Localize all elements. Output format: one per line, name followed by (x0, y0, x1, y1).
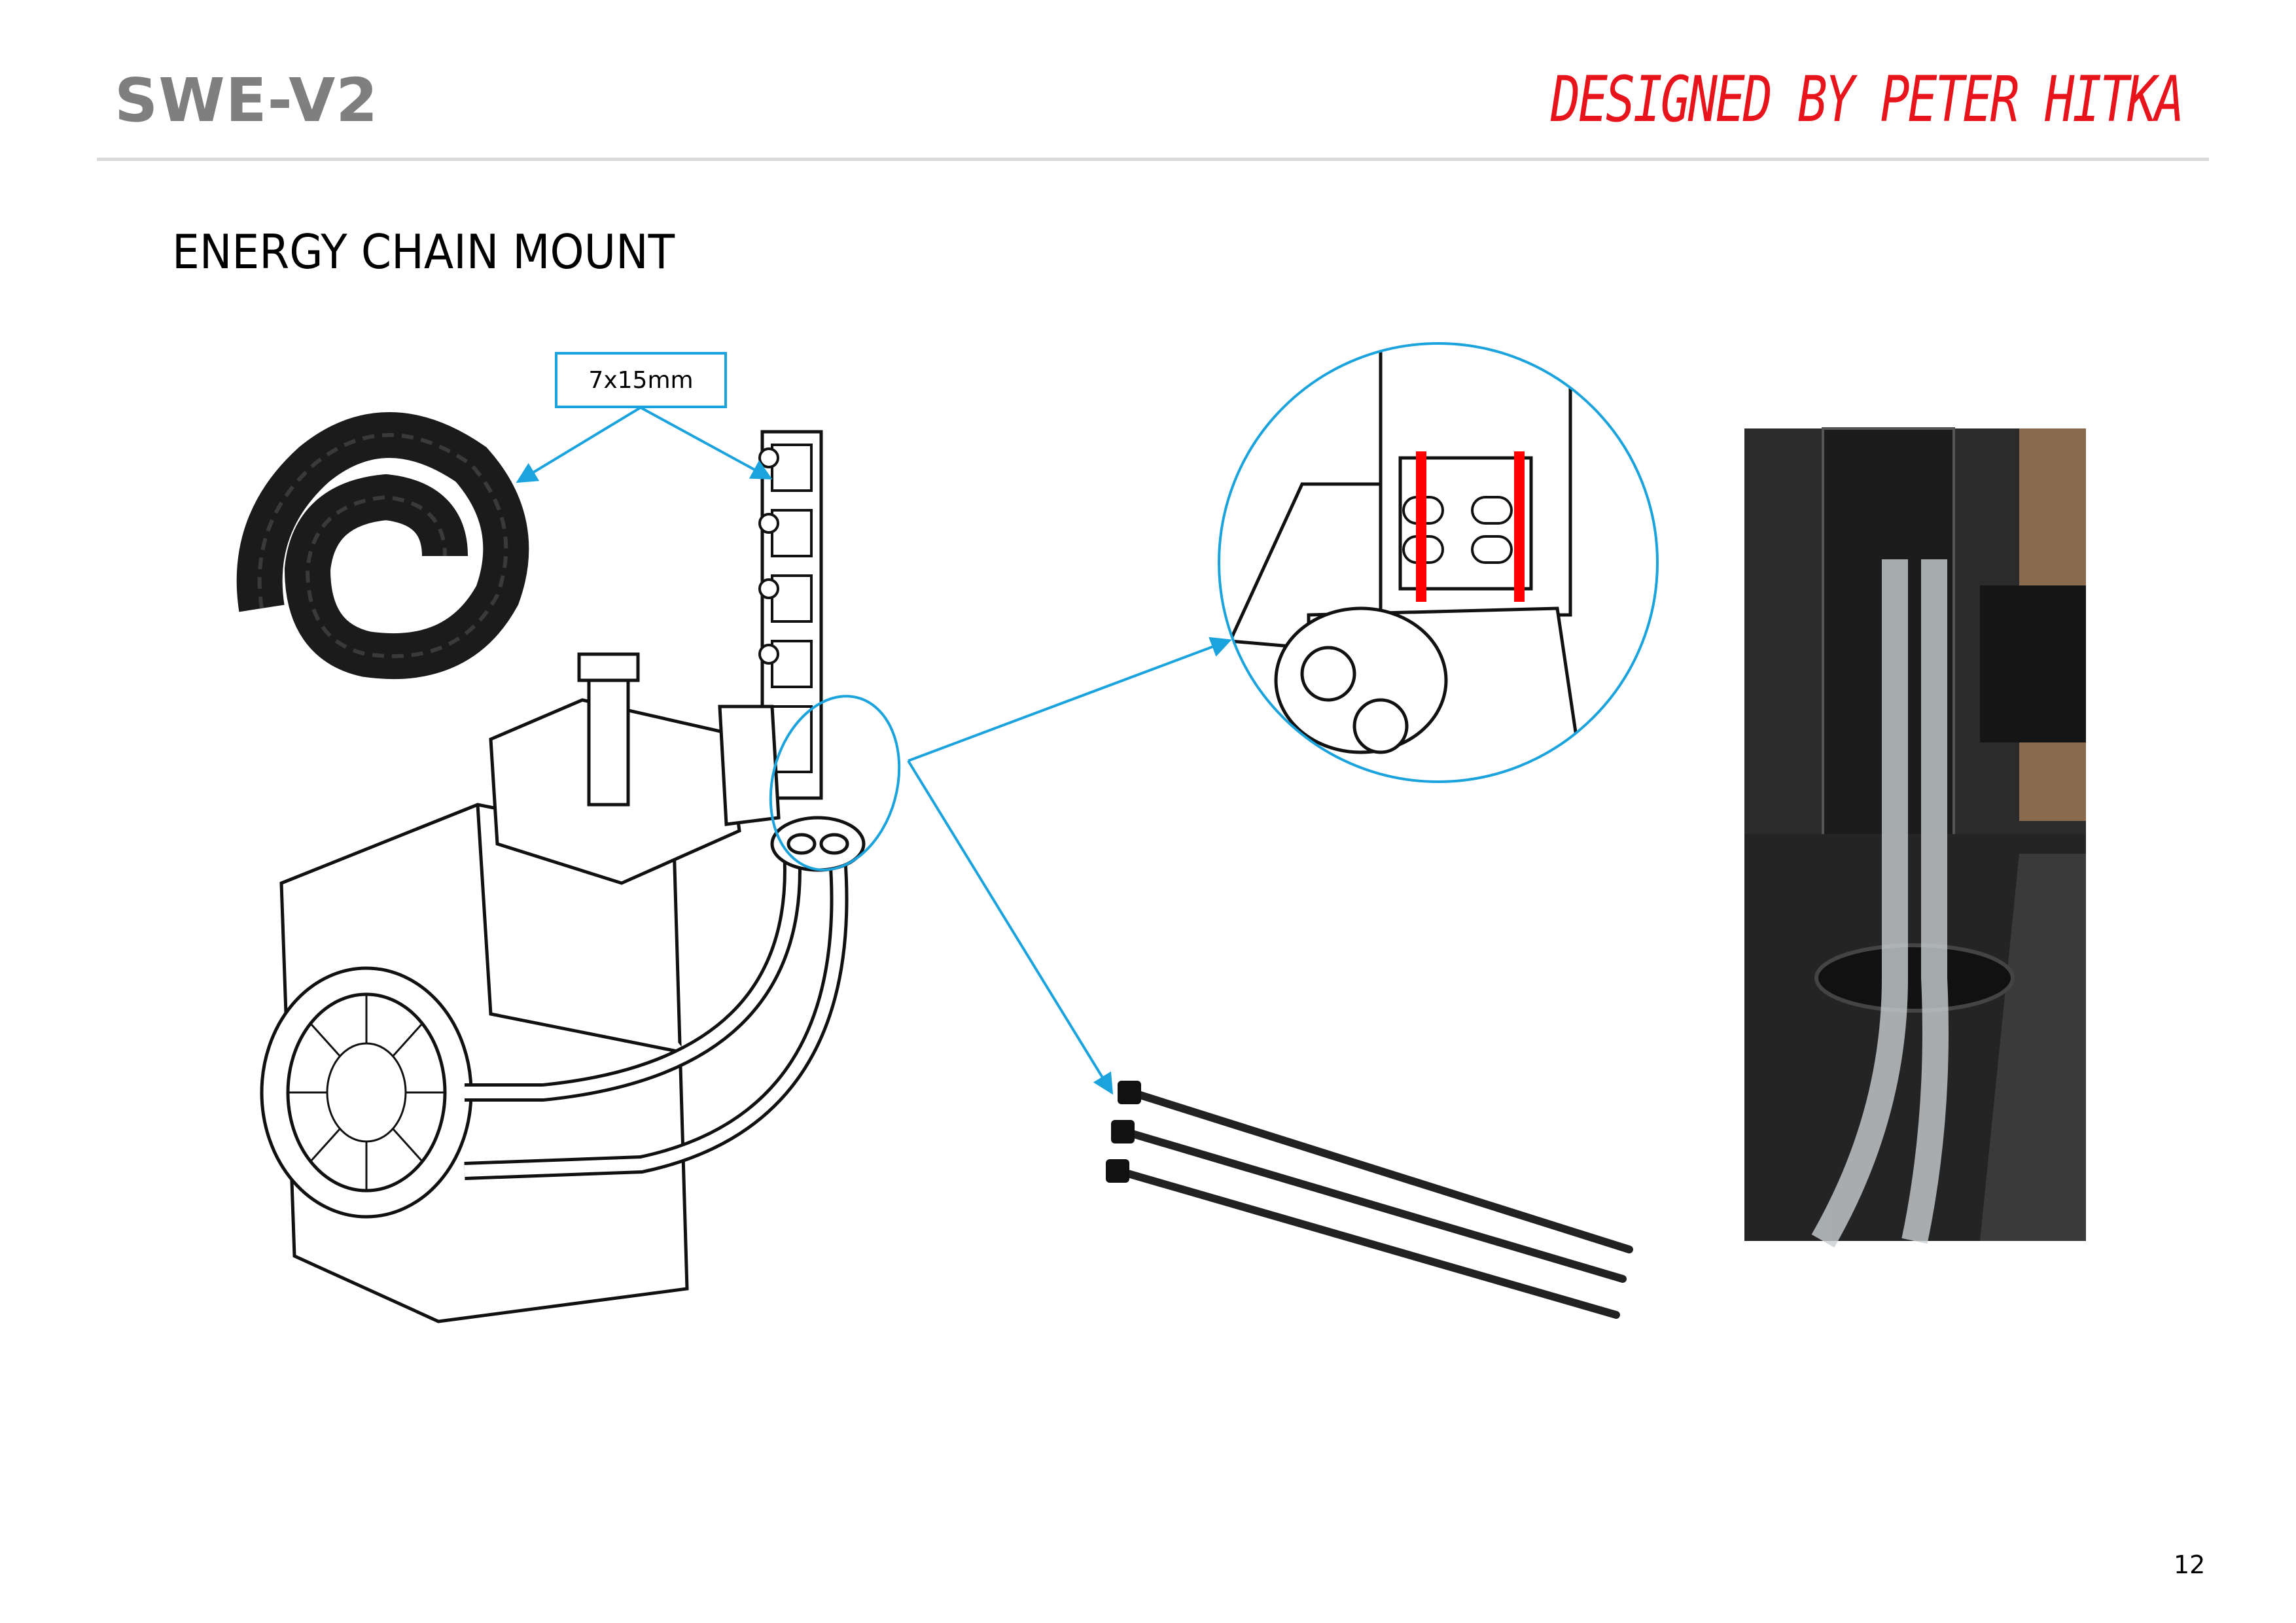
energy-chain-coil-image (236, 412, 529, 679)
header-divider (97, 158, 2209, 161)
arrow-to-detail (908, 637, 1232, 762)
page-number: 12 (2174, 1550, 2206, 1579)
designer-credit: DESIGNED BY PETER HITKA (1551, 63, 2184, 136)
detail-marker-ellipse (769, 695, 901, 871)
installed-chain-photo (1744, 427, 2086, 1248)
hotend-assembly-drawing (260, 430, 866, 1323)
arrow-to-chain-coil (516, 406, 642, 483)
arrow-to-chain-link (640, 406, 773, 480)
detail-magnified-view (1218, 342, 1659, 783)
zip-ties-image (1106, 1081, 1633, 1319)
page-title: ENERGY CHAIN MOUNT (172, 224, 675, 279)
arrow-to-zip-ties (907, 759, 1114, 1095)
document-code: SWE-V2 (115, 65, 379, 135)
chain-size-label: 7x15mm (555, 352, 727, 408)
